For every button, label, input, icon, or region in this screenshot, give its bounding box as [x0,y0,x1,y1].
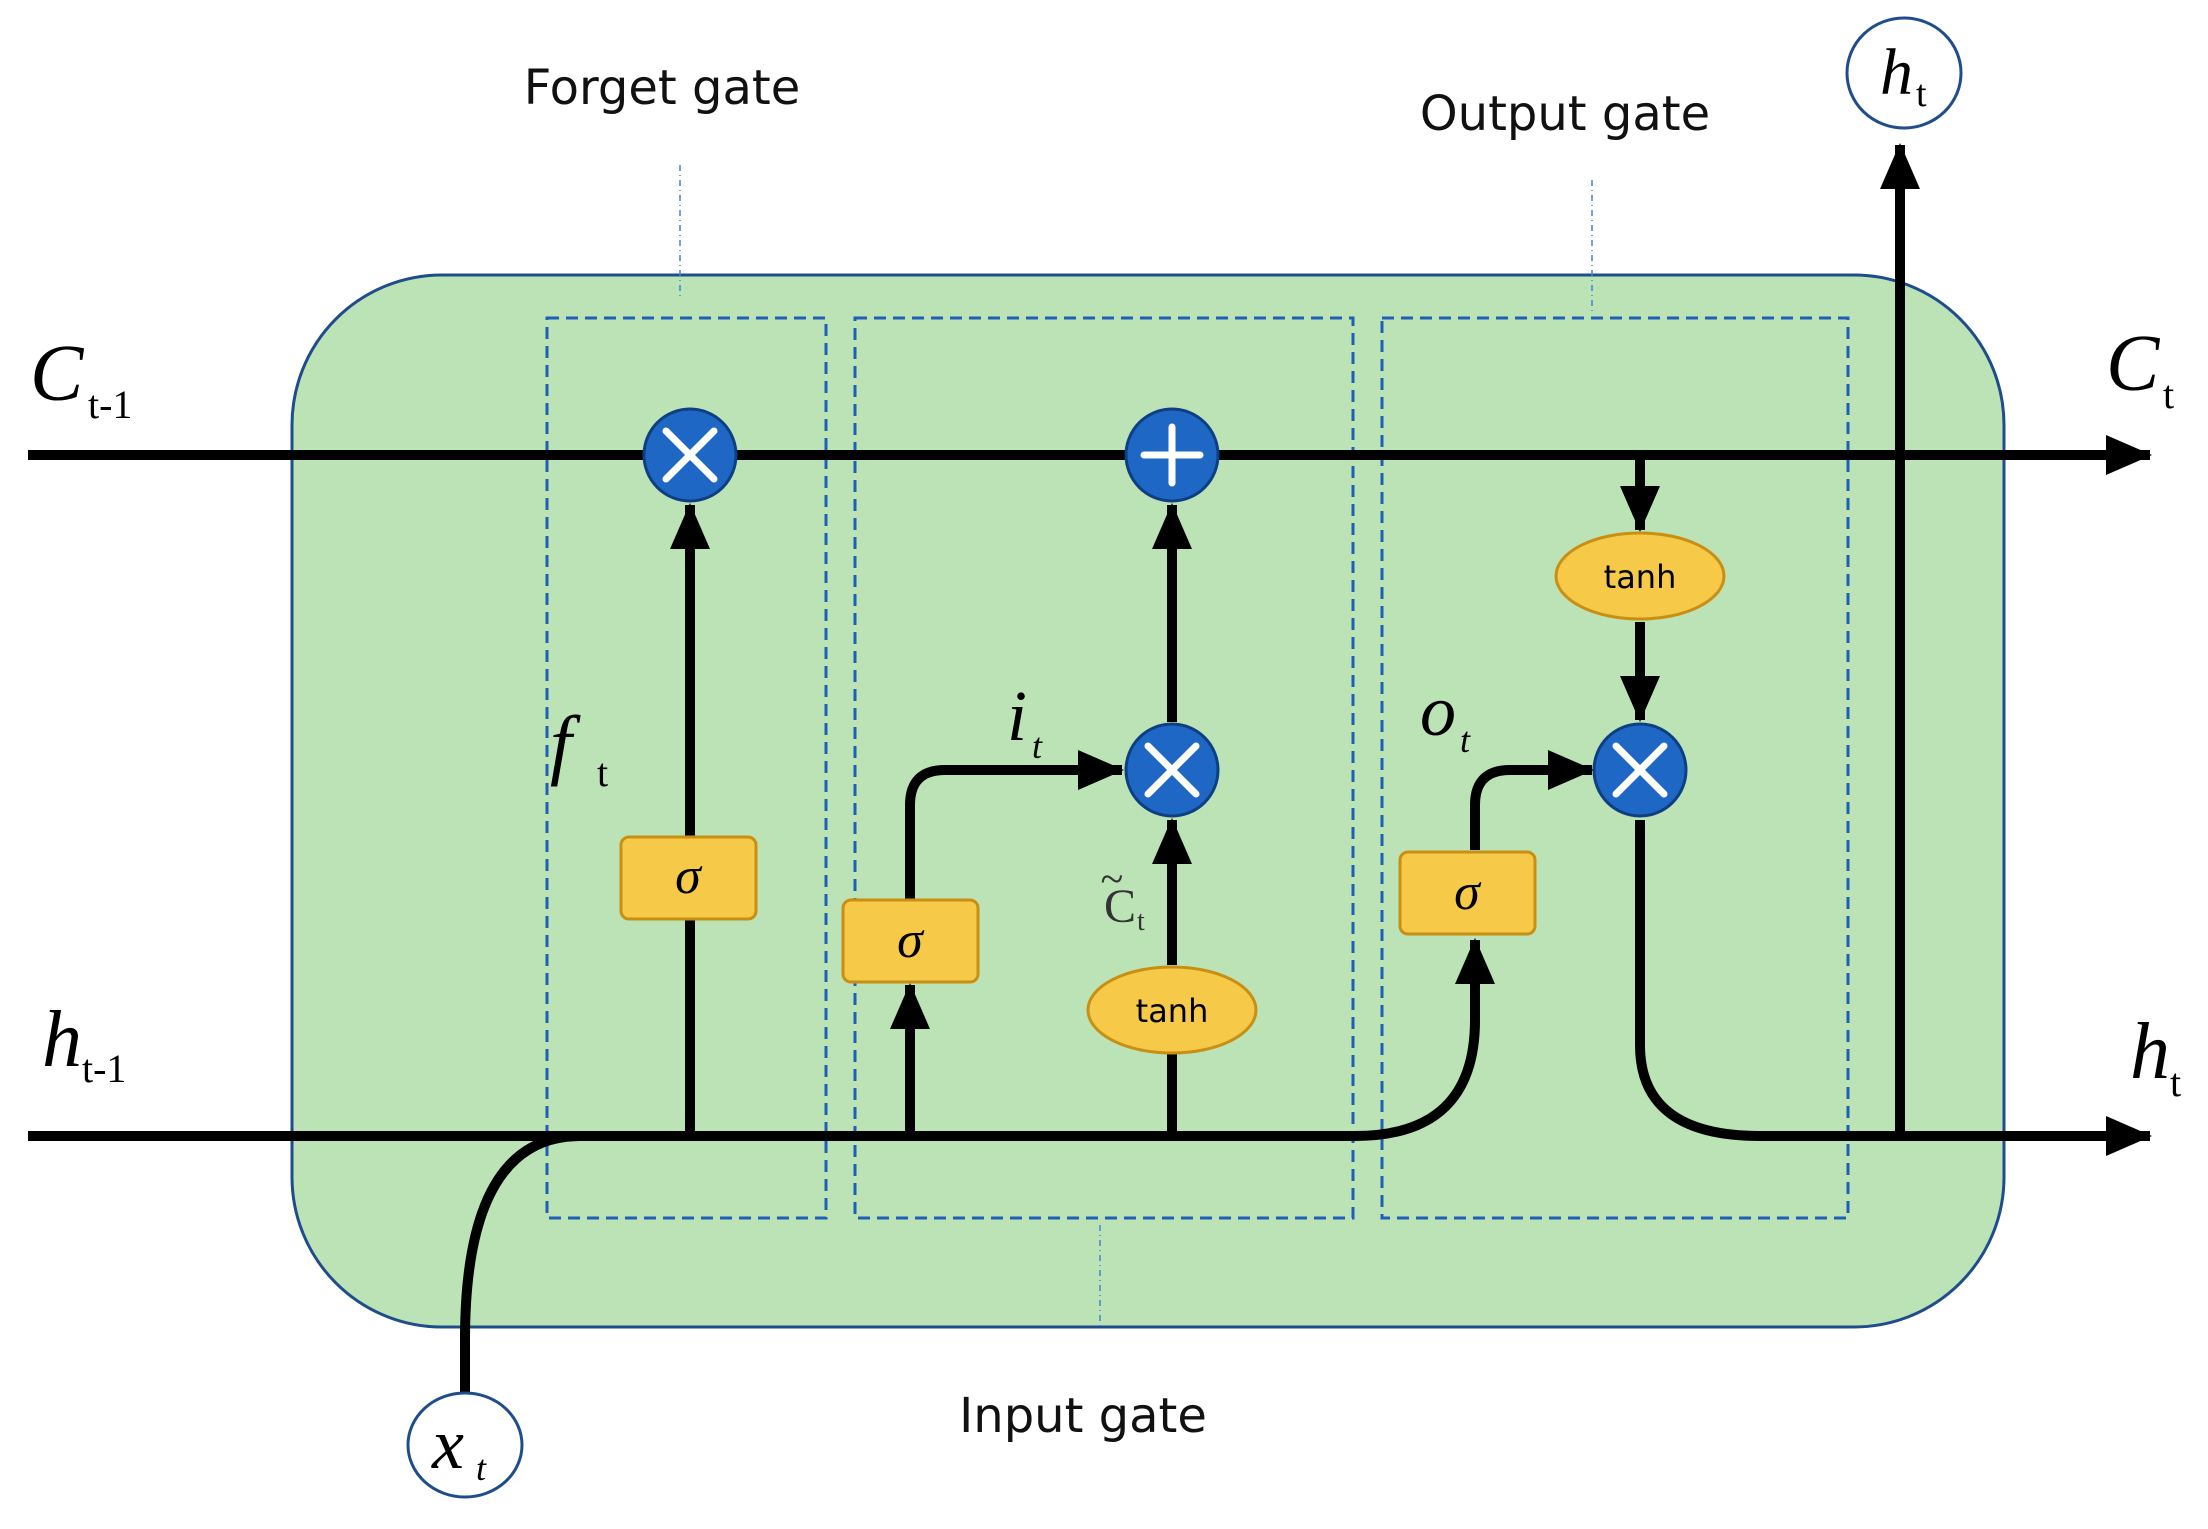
svg-text:σ: σ [675,848,703,905]
svg-text:h: h [42,996,82,1084]
forget-gate-title: Forget gate [524,60,800,116]
svg-text:x: x [431,1404,464,1484]
output-multiply-operator [1592,722,1688,818]
svg-text:t: t [2163,372,2174,417]
svg-text:σ: σ [897,912,925,969]
input-multiply-operator [1124,722,1220,818]
svg-text:h: h [1880,36,1913,109]
o-signal-label: o t [1420,671,1471,760]
forget-gate-region [545,316,828,1220]
output-gate-title: Output gate [1420,86,1710,142]
svg-text:t: t [1137,906,1145,937]
cell-add-operator [1124,407,1220,503]
svg-text:t: t [1460,720,1471,760]
c-prev-label: C t-1 [30,330,132,427]
svg-text:~: ~ [1100,857,1123,903]
svg-text:t: t [476,1448,487,1488]
svg-text:tanh: tanh [1136,992,1209,1030]
svg-text:t: t [1032,726,1043,766]
input-gate-region [853,316,1355,1220]
input-x-line [460,1131,640,1403]
h-next-label: h t [2130,1008,2181,1105]
svg-text:C: C [2106,320,2161,408]
i-signal-label: i t [1007,676,1043,766]
svg-text:h: h [2130,1008,2170,1096]
output-o-path [1470,750,1594,850]
svg-text:t: t [2170,1060,2181,1105]
svg-text:C: C [1104,880,1136,933]
svg-text:σ: σ [1454,864,1482,921]
svg-text:i: i [1007,676,1027,756]
h-prev-label: h t-1 [42,996,126,1091]
svg-text:C: C [30,330,85,418]
output-tanh-block: tanh [1554,531,1726,621]
forget-sigma-block: σ [619,835,758,921]
c-tilde-label: ~ C t [1100,857,1145,937]
output-gate-region [1380,316,1850,1220]
input-tanh-block: tanh [1086,965,1258,1055]
output-sigma-block: σ [1398,850,1537,936]
svg-text:tanh: tanh [1604,558,1677,596]
x-input-terminal: x t [406,1391,524,1499]
svg-text:t: t [1916,73,1927,115]
output-to-hidden [1635,820,2152,1156]
h-output-terminal: h t [1845,16,1963,130]
svg-text:t-1: t-1 [82,1046,126,1091]
svg-text:t-1: t-1 [88,382,132,427]
c-next-label: C t [2106,320,2174,417]
hidden-state-line [28,950,1480,1141]
svg-text:t: t [597,750,608,795]
forget-multiply-operator [642,407,738,503]
input-gate-title: Input gate [959,1388,1207,1444]
input-i-path [905,750,1124,900]
input-sigma-block: σ [841,898,980,984]
svg-text:o: o [1420,671,1456,751]
